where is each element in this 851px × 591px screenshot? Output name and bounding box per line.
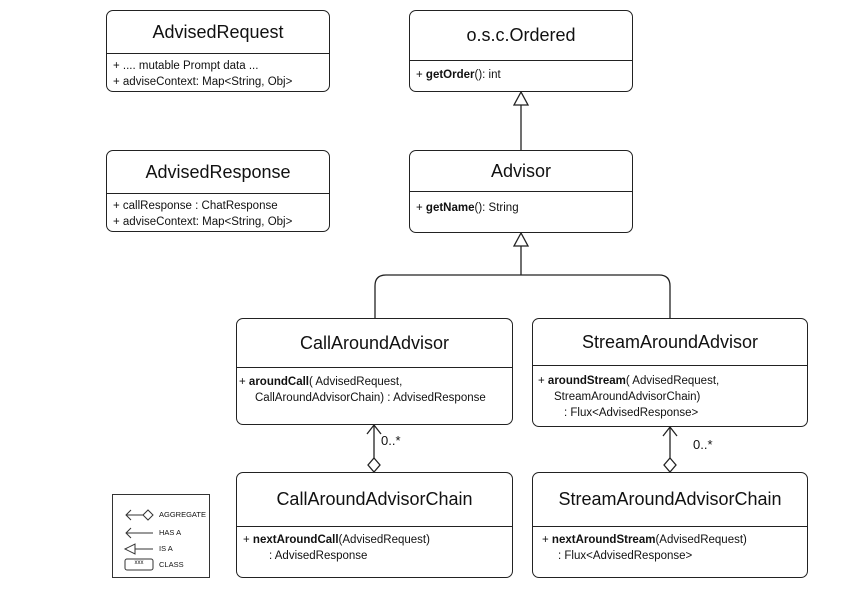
class-member: + callResponse : ChatResponse bbox=[113, 200, 278, 212]
stream-multiplicity-label: 0..* bbox=[693, 437, 713, 452]
legend-has-a-arrow-icon bbox=[125, 527, 132, 539]
class-member: + nextAroundStream(AdvisedRequest) bbox=[542, 534, 747, 546]
class-member: + .... mutable Prompt data ... bbox=[113, 60, 259, 72]
legend: xxx AGGREGATE HAS A IS A CLASS bbox=[112, 494, 210, 578]
class-member: + getName(): String bbox=[416, 202, 519, 214]
aggregate-diamond bbox=[663, 457, 677, 473]
sub-advisors-isa-advisor-line bbox=[374, 246, 671, 318]
class-name: AdvisedResponse bbox=[107, 151, 329, 194]
aggregate-diamond bbox=[367, 457, 381, 473]
class-member: + aroundStream( AdvisedRequest, bbox=[538, 375, 720, 387]
class-member: + nextAroundCall(AdvisedRequest) bbox=[243, 534, 430, 546]
class-name: CallAroundAdvisor bbox=[237, 319, 512, 368]
advised-response-class: AdvisedResponse + callResponse : ChatRes… bbox=[106, 150, 330, 232]
legend-aggregate-diamond-icon bbox=[142, 509, 154, 521]
class-member-continuation: StreamAroundAdvisorChain) bbox=[554, 391, 701, 403]
legend-is-a-triangle-icon bbox=[123, 543, 136, 555]
legend-class-symbol bbox=[124, 558, 154, 571]
call-multiplicity-label: 0..* bbox=[381, 433, 401, 448]
advised-request-class: AdvisedRequest + .... mutable Prompt dat… bbox=[106, 10, 330, 92]
ordered-interface: o.s.c.Ordered + getOrder(): int bbox=[409, 10, 633, 92]
class-name: CallAroundAdvisorChain bbox=[237, 473, 512, 527]
stream-around-advisor-chain-interface: StreamAroundAdvisorChain + nextAroundStr… bbox=[532, 472, 808, 578]
class-name: StreamAroundAdvisorChain bbox=[533, 473, 807, 527]
stream-around-advisor-interface: StreamAroundAdvisor + aroundStream( Advi… bbox=[532, 318, 808, 427]
class-name: o.s.c.Ordered bbox=[410, 11, 632, 61]
class-member-continuation: : Flux<AdvisedResponse> bbox=[558, 550, 693, 562]
class-member: + adviseContext: Map<String, Obj> bbox=[113, 76, 293, 88]
call-around-advisor-chain-interface: CallAroundAdvisorChain + nextAroundCall(… bbox=[236, 472, 513, 578]
legend-has-a-label: HAS A bbox=[159, 528, 182, 537]
class-member-continuation: : AdvisedResponse bbox=[269, 550, 368, 562]
legend-symbols bbox=[123, 509, 154, 571]
class-member: + getOrder(): int bbox=[416, 69, 501, 81]
class-name: AdvisedRequest bbox=[107, 11, 329, 54]
class-name: Advisor bbox=[410, 151, 632, 192]
class-member-continuation: : Flux<AdvisedResponse> bbox=[564, 407, 699, 419]
class-name: StreamAroundAdvisor bbox=[533, 319, 807, 366]
class-member-continuation: CallAroundAdvisorChain) : AdvisedRespons… bbox=[255, 392, 486, 404]
advisor-interface: Advisor + getName(): String bbox=[409, 150, 633, 233]
legend-is-a-label: IS A bbox=[159, 544, 173, 553]
class-member: + adviseContext: Map<String, Obj> bbox=[113, 216, 293, 228]
legend-aggregate-arrow-icon bbox=[125, 509, 132, 521]
legend-aggregate-label: AGGREGATE bbox=[159, 510, 206, 519]
class-member: + aroundCall( AdvisedRequest, bbox=[239, 376, 403, 388]
legend-class-sample-text: xxx bbox=[134, 560, 144, 566]
has-a-arrowhead bbox=[366, 423, 382, 435]
isa-arrowhead bbox=[512, 90, 530, 106]
call-around-advisor-interface: CallAroundAdvisor + aroundCall( AdvisedR… bbox=[236, 318, 513, 425]
legend-class-label: CLASS bbox=[159, 560, 184, 569]
has-a-arrowhead bbox=[662, 425, 678, 437]
isa-arrowhead bbox=[512, 231, 530, 247]
